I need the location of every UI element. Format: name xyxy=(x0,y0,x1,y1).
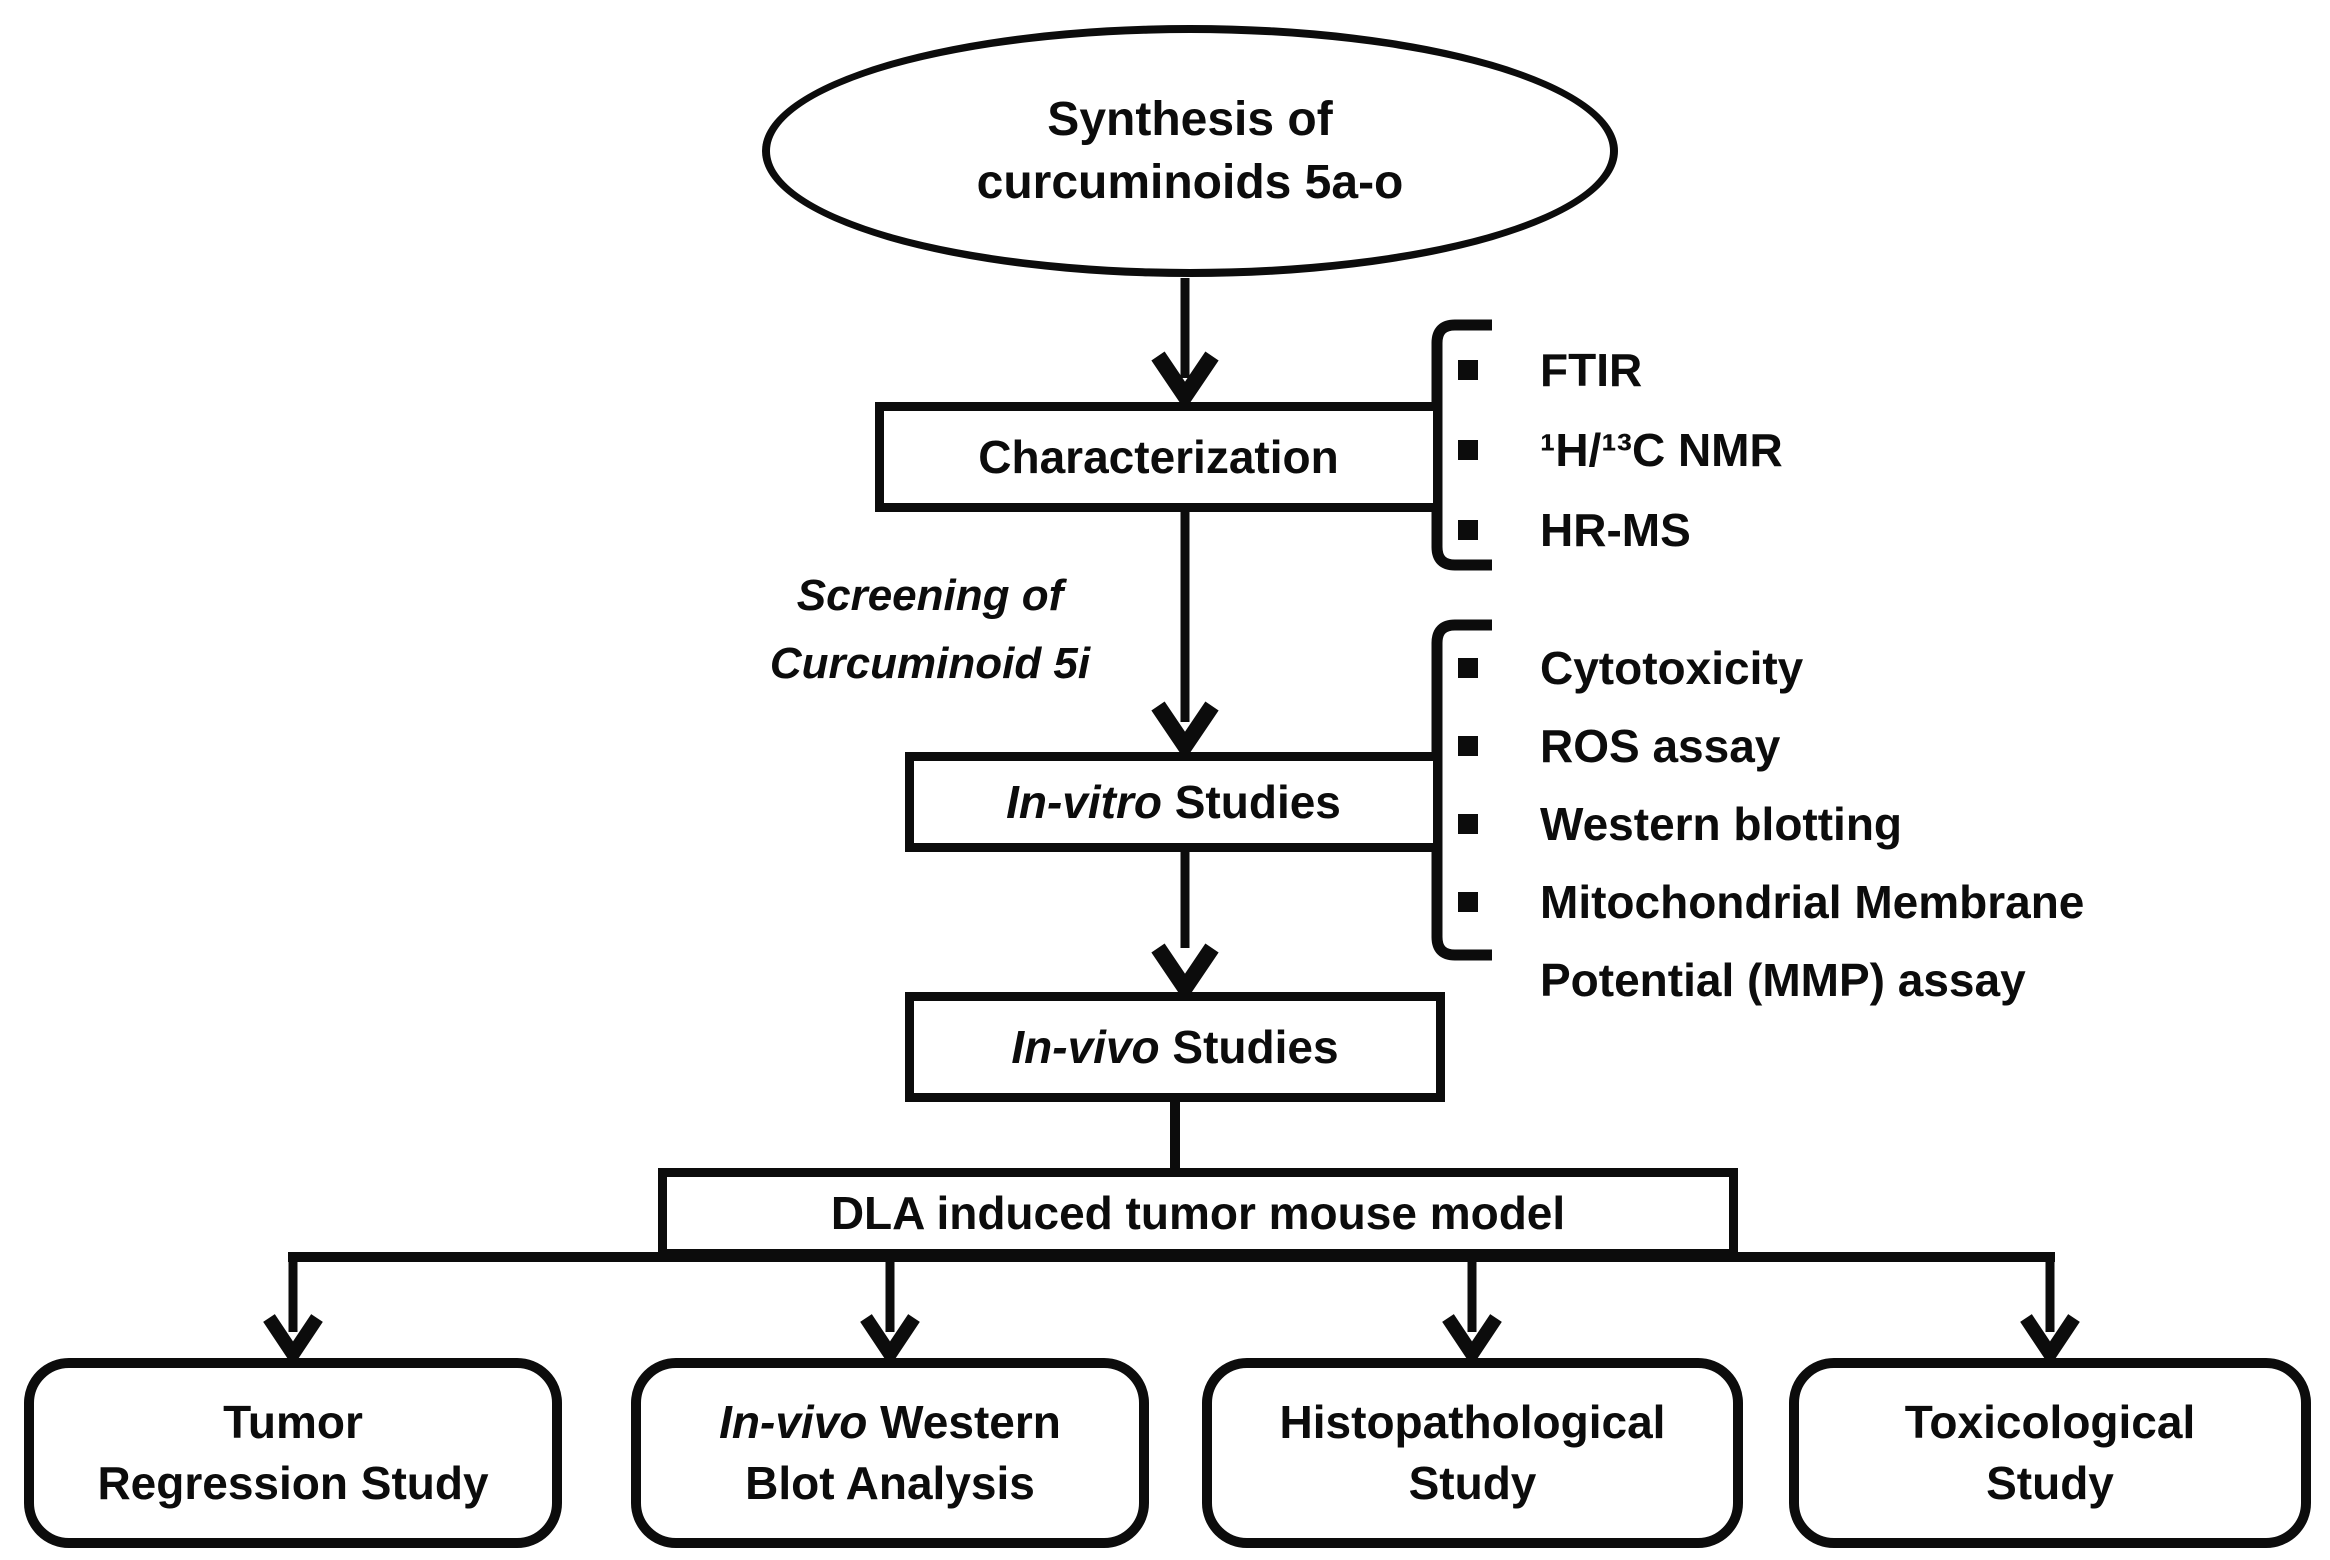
invivo-studies-box: In-vivo Studies xyxy=(905,992,1445,1102)
arrow-ellipse-to-characterization xyxy=(1151,278,1219,411)
outcome-box-histopathological: Histopathological Study xyxy=(1202,1358,1743,1548)
screening-note-line2: Curcuminoid 5i xyxy=(769,639,1091,689)
bullet-spacer xyxy=(1458,970,1478,990)
arrow-characterization-to-invitro xyxy=(1151,512,1219,761)
outcome-line2: Study xyxy=(1986,1457,2114,1509)
bullet-square-icon xyxy=(1458,736,1478,756)
assay-label: Western blotting xyxy=(1540,798,1903,850)
bullet-square-icon xyxy=(1458,814,1478,834)
outcome-line1-italic: In-vivo xyxy=(719,1396,868,1449)
invivo-label: In-vivo Studies xyxy=(1011,1020,1338,1074)
outcome-box-invivo-western-blot: In-vivo Western Blot Analysis xyxy=(631,1358,1149,1548)
method-item: HR-MS xyxy=(1458,490,1783,570)
arrow-branch-to-toxicological xyxy=(2020,1257,2080,1367)
invitro-label-rest: Studies xyxy=(1161,776,1341,828)
outcome-line1: Tumor xyxy=(223,1396,363,1449)
invitro-assays-list: Cytotoxicity ROS assay Western blotting … xyxy=(1458,629,2084,1019)
start-ellipse-synthesis: Synthesis of curcuminoids 5a-o xyxy=(762,25,1618,277)
arrow-branch-to-western-blot xyxy=(860,1257,920,1367)
arrow-branch-to-histopathological xyxy=(1442,1257,1502,1367)
start-ellipse-line2: curcuminoids 5a-o xyxy=(976,156,1404,209)
characterization-methods-list: FTIR ¹H/¹³C NMR HR-MS xyxy=(1458,330,1783,570)
assay-item: Cytotoxicity xyxy=(1458,629,2084,707)
dla-model-label: DLA induced tumor mouse model xyxy=(830,1187,1566,1239)
outcome-line1: In-vivo Western xyxy=(719,1392,1061,1453)
bullet-square-icon xyxy=(1458,658,1478,678)
method-label: FTIR xyxy=(1540,344,1643,396)
start-ellipse-line1: Synthesis of xyxy=(1047,92,1333,146)
outcome-line2: Study xyxy=(1408,1457,1537,1509)
assay-item: Mitochondrial Membrane xyxy=(1458,863,2084,941)
bullet-square-icon xyxy=(1458,360,1478,380)
outcome-line1: Toxicological xyxy=(1904,1396,2196,1449)
characterization-label: Characterization xyxy=(978,431,1339,483)
characterization-box: Characterization xyxy=(875,402,1442,512)
bullet-square-icon xyxy=(1458,892,1478,912)
screening-note: Screening of Curcuminoid 5i xyxy=(690,562,1170,698)
assay-item-continuation: Potential (MMP) assay xyxy=(1458,941,2084,1019)
assay-label: Potential (MMP) assay xyxy=(1540,954,2026,1006)
bullet-square-icon xyxy=(1458,520,1478,540)
assay-item: Western blotting xyxy=(1458,785,2084,863)
invitro-label: In-vitro Studies xyxy=(1006,775,1341,829)
outcome-line1: Histopathological xyxy=(1279,1396,1666,1449)
outcome-box-toxicological: Toxicological Study xyxy=(1789,1358,2311,1548)
outcome-line2: Blot Analysis xyxy=(745,1457,1035,1509)
method-label: HR-MS xyxy=(1540,504,1691,556)
bullet-square-icon xyxy=(1458,440,1478,460)
dla-model-box: DLA induced tumor mouse model xyxy=(658,1168,1738,1258)
outcome-box-tumor-regression: Tumor Regression Study xyxy=(24,1358,562,1548)
screening-note-line1: Screening of xyxy=(796,571,1064,620)
invitro-studies-box: In-vitro Studies xyxy=(905,752,1442,852)
assay-label: Mitochondrial Membrane xyxy=(1540,876,2085,928)
method-item: FTIR xyxy=(1458,330,1783,410)
assay-label: ROS assay xyxy=(1540,720,1781,772)
arrow-branch-to-tumor-regression xyxy=(263,1257,323,1367)
outcome-line2: Regression Study xyxy=(97,1457,489,1509)
outcome-line1-rest: Western xyxy=(867,1396,1061,1449)
method-label: ¹H/¹³C NMR xyxy=(1540,424,1783,476)
invivo-label-rest: Studies xyxy=(1159,1021,1339,1073)
assay-item: ROS assay xyxy=(1458,707,2084,785)
method-item: ¹H/¹³C NMR xyxy=(1458,410,1783,490)
invivo-label-italic: In-vivo xyxy=(1011,1021,1160,1073)
invitro-label-italic: In-vitro xyxy=(1006,776,1162,828)
assay-label: Cytotoxicity xyxy=(1540,642,1804,694)
arrow-invitro-to-invivo xyxy=(1151,852,1219,1003)
